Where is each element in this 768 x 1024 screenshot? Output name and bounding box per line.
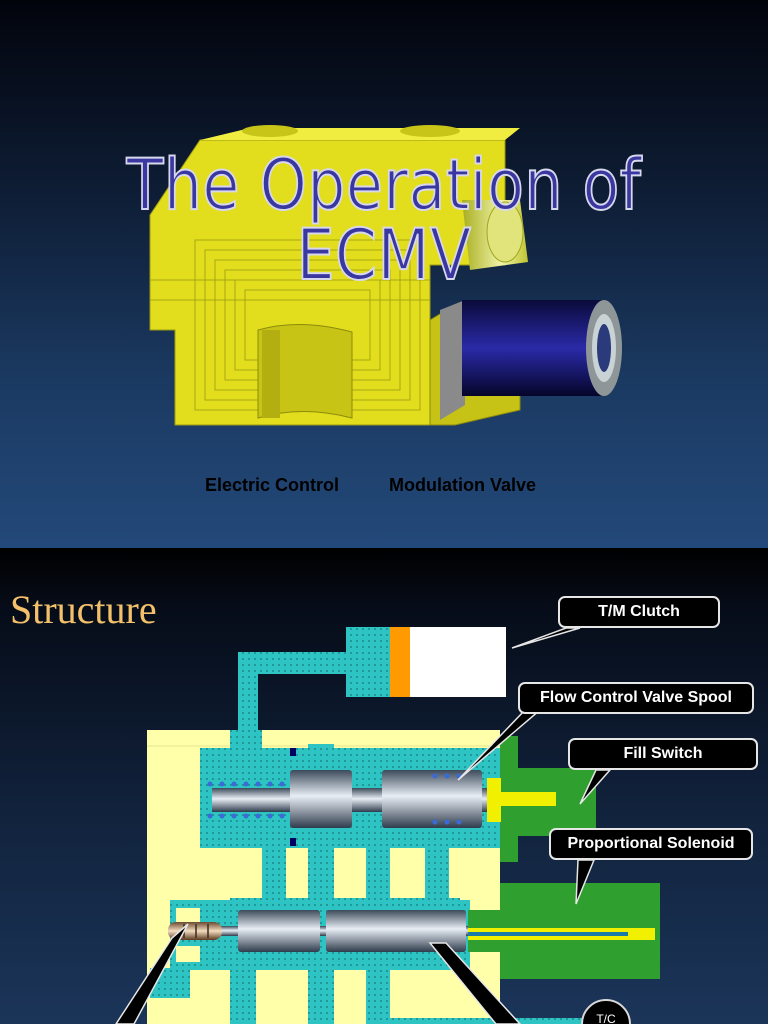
callout-pointers xyxy=(115,627,612,1024)
subtitle-electric-control: Electric Control xyxy=(205,475,340,495)
ecmv-valve-illustration xyxy=(149,125,622,426)
title-slide: The Operation of ECMV Electric Control M… xyxy=(0,0,768,548)
callout-proportional-solenoid: Proportional Solenoid xyxy=(549,828,753,860)
clutch-pipe xyxy=(238,652,346,734)
tc-port xyxy=(390,999,631,1024)
tc-label: T/C xyxy=(596,1012,616,1024)
callout-flow-control-valve-spool: Flow Control Valve Spool xyxy=(518,682,754,714)
structure-heading: Structure xyxy=(10,587,157,632)
flow-control-spool xyxy=(207,770,487,828)
ecmv-structure-diagram xyxy=(115,627,660,1024)
tm-clutch-cylinder xyxy=(346,627,506,697)
callout-tm-clutch: T/M Clutch xyxy=(558,596,720,628)
subtitle-modulation-valve: Modulation Valve xyxy=(389,475,537,495)
structure-slide: Structure xyxy=(0,548,768,1024)
solenoid-cylinder xyxy=(462,300,622,396)
valve-body xyxy=(149,125,528,426)
slide-title: The Operation of ECMV xyxy=(126,144,642,296)
fill-switch xyxy=(487,736,596,862)
callout-fill-switch: Fill Switch xyxy=(568,738,758,770)
proportional-solenoid xyxy=(468,883,660,979)
